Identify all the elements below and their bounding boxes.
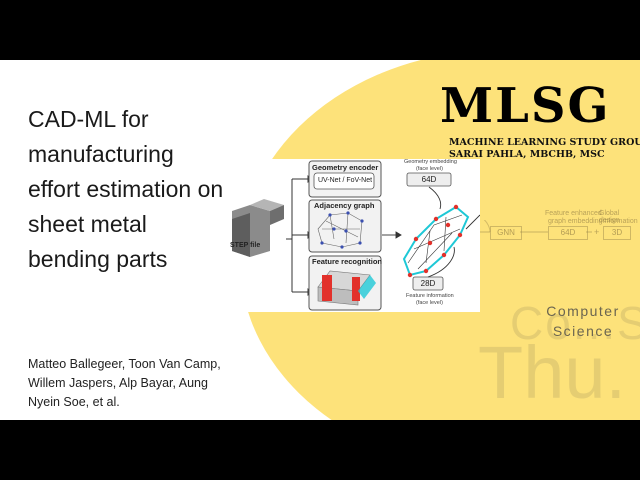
diagram-graphics [232, 160, 480, 311]
paper-authors: Matteo Ballegeer, Toon Van Camp, Willem … [28, 357, 221, 409]
paper-title: CAD-ML for manufacturing effort estimati… [28, 106, 224, 272]
graph-embedding-mesh [402, 204, 470, 278]
ghost-64d-box: 64D [548, 226, 588, 240]
adjacency-graph-label: Adjacency graph [314, 201, 375, 210]
corner-label-line-1: Computer [546, 303, 620, 319]
ghost-information: information [603, 218, 638, 225]
ghost-gnn-box: GNN [490, 226, 522, 240]
presenter-name: SARAI PAHLA, MBCHB, MSC [449, 149, 605, 160]
dim-28-label: 28D [420, 279, 436, 288]
face-level-label-1: (face level) [416, 166, 443, 172]
ghost-plus: + [594, 227, 600, 237]
ghost-feature-enhanced: Feature enhanced [545, 210, 602, 217]
watermark-line-1: Co...S [510, 297, 640, 349]
uvnet-box [313, 172, 375, 190]
logo-subtitle: MACHINE LEARNING STUDY GROUP [449, 137, 640, 148]
feature-part-icon [317, 270, 376, 306]
ghost-arrows [470, 220, 592, 233]
feature-recognition-label: Feature recognition [312, 257, 383, 266]
mlsg-logo: MLSG [440, 78, 611, 134]
adjacency-mesh-icon [317, 212, 363, 248]
uvnet-label: UV-Net / FoV-Net [317, 177, 373, 184]
corner-label-line-2: Science [552, 323, 614, 339]
adjacency-mesh-nodes [320, 211, 364, 249]
dim-64-box [406, 172, 452, 187]
ghost-graph-embedding: graph embedding [548, 218, 603, 225]
geometry-encoder-label: Geometry encoder [312, 163, 379, 172]
corner-label: Computer Science [533, 301, 633, 341]
title-panel: CAD-ML for manufacturing effort estimati… [18, 88, 230, 420]
face-level-label-2: (face level) [416, 300, 443, 306]
feature-information-label: Feature information [406, 293, 454, 299]
ghost-global-design: Global design [599, 210, 620, 224]
slide: Co...S Thu. Computer Science MLSG MACHIN… [0, 60, 640, 420]
sheet-metal-part-icon [232, 199, 284, 257]
ghost-3d-box: 3D [603, 226, 631, 240]
adjacency-graph-box [308, 199, 382, 253]
geometry-embedding-label: Geometry embedding [404, 159, 457, 165]
step-file-label: STEP file [230, 242, 261, 249]
watermark-line-2: Thu. [478, 331, 627, 414]
method-diagram: STEP file Geometry encoder UV-Net / FoV-… [230, 159, 480, 312]
dim-64-label: 64D [421, 175, 437, 184]
merge-arrows [382, 186, 480, 278]
